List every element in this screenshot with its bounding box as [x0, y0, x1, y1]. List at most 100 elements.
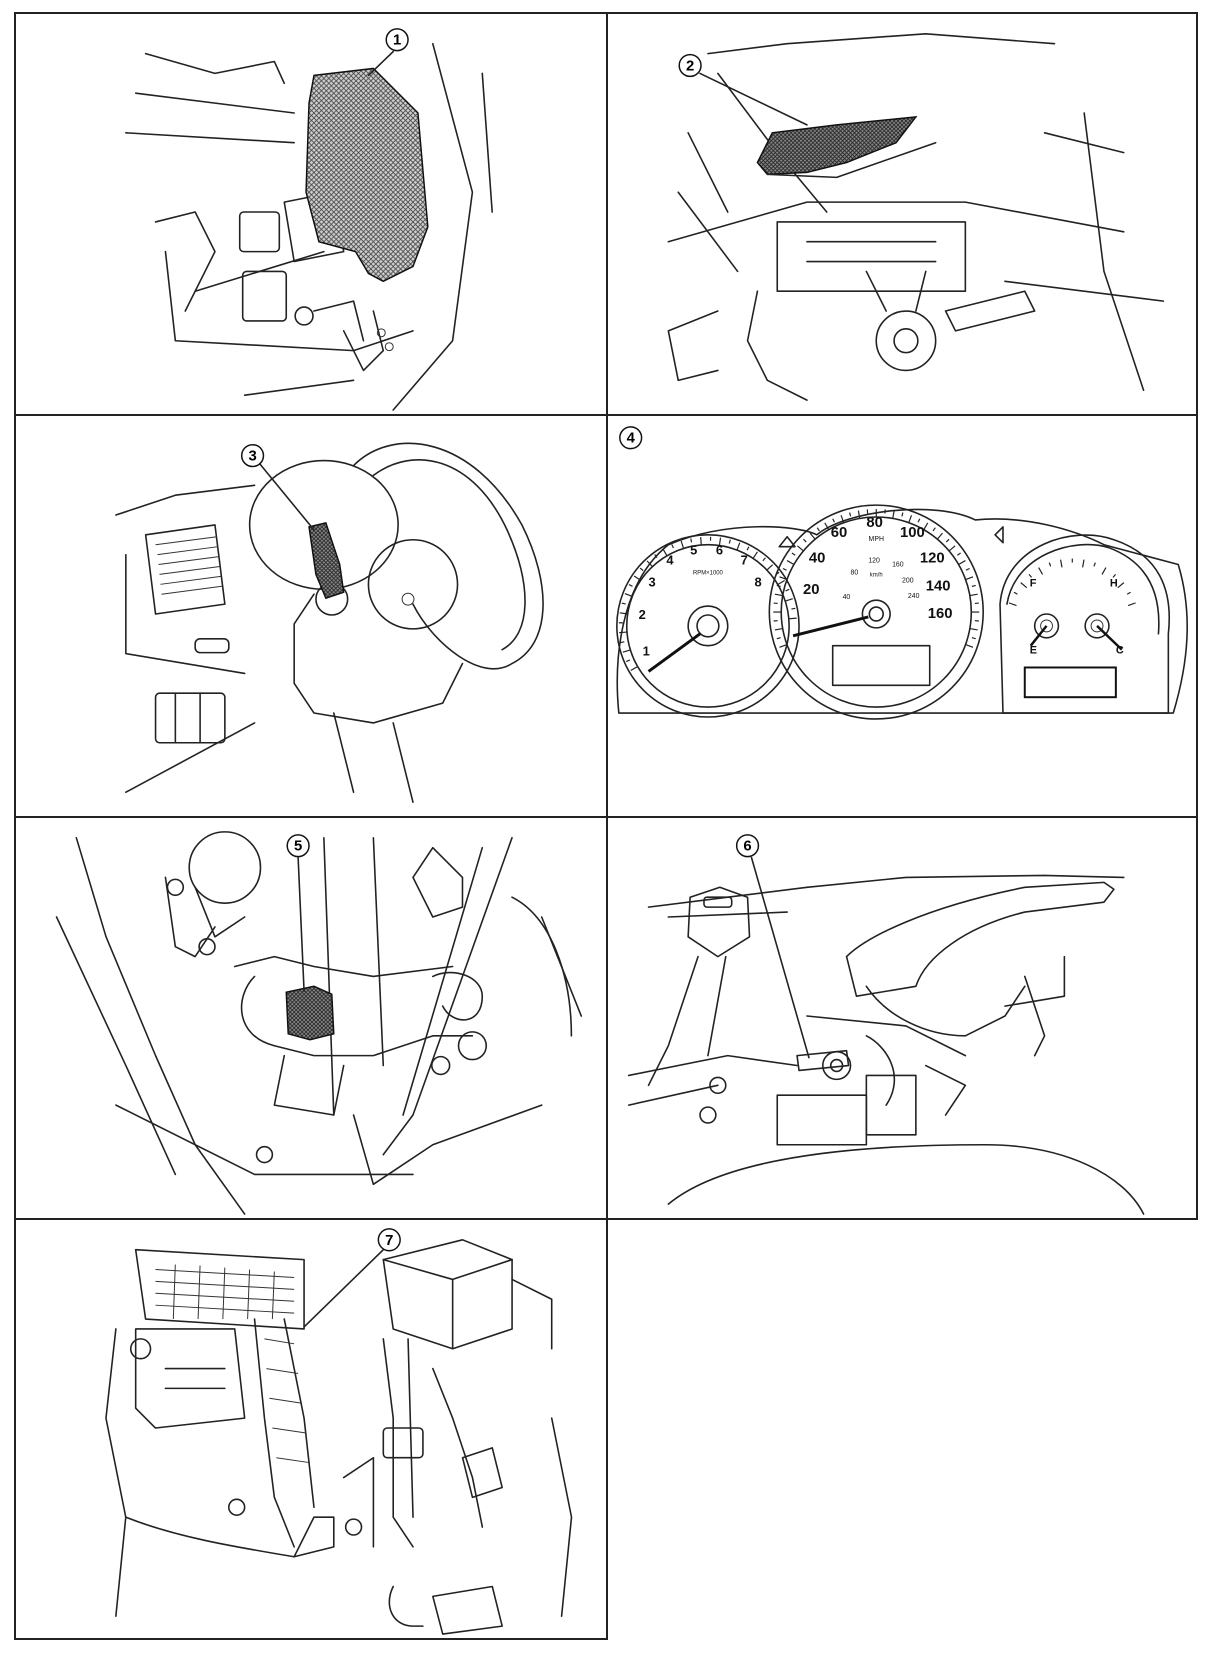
component-2-hatched	[756, 116, 918, 176]
panel-2: 2	[606, 12, 1198, 416]
speed-mph-unit: MPH	[869, 536, 884, 543]
tachometer-tick	[624, 593, 633, 598]
speed-kmh-160: 160	[892, 561, 904, 568]
speedometer-tick	[969, 593, 978, 597]
speed-mph-80: 80	[866, 515, 883, 531]
callout-7-label: 7	[385, 1233, 393, 1249]
panel-6: 6	[606, 816, 1198, 1220]
speedometer-tick	[840, 515, 845, 523]
panel-7: 7	[14, 1218, 608, 1640]
callout-2-label: 2	[686, 58, 694, 74]
tachometer-tick	[619, 612, 628, 615]
speed-mph-60: 60	[831, 525, 848, 541]
speedometer-tick	[776, 637, 781, 640]
tachometer-tick	[633, 575, 642, 581]
speedometer-tick	[782, 567, 787, 571]
speedometer-tick	[971, 637, 976, 640]
speedometer-tick	[796, 545, 804, 552]
speed-mph-20: 20	[803, 582, 820, 598]
component-3-hatched	[308, 522, 345, 600]
tachometer-tick	[621, 602, 626, 605]
tach-needle	[647, 632, 701, 673]
speed-needle	[792, 615, 869, 638]
speedometer-tick	[936, 532, 943, 540]
tachometer-tick	[777, 579, 785, 586]
speedometer-tick	[832, 518, 835, 523]
tach-number-7: 7	[741, 553, 748, 568]
speedometer-tick	[849, 512, 852, 517]
tachometer-tick	[622, 649, 631, 653]
tachometer-tick	[680, 540, 685, 549]
panel-7-illustration: 7	[105, 1228, 573, 1635]
speed-kmh-120: 120	[868, 558, 880, 565]
fuel-empty-label: E	[1030, 645, 1037, 657]
speedometer-tick	[776, 584, 781, 587]
speedometer-tick	[965, 567, 970, 571]
callout-1-circle	[385, 28, 409, 52]
tachometer-tick	[728, 539, 731, 544]
fuel-needle	[1029, 625, 1048, 647]
temp-cold-label: C	[1116, 645, 1124, 657]
speedometer-tick	[957, 552, 961, 556]
tachometer-tick	[690, 538, 693, 543]
speed-mph-120: 120	[920, 551, 945, 567]
panel-2-illustration: 2	[667, 33, 1165, 401]
tach-number-3: 3	[649, 574, 656, 589]
tachometer-tick	[746, 546, 750, 551]
speedometer-tick	[774, 593, 783, 597]
fuel-temp-tick	[1048, 562, 1052, 567]
fuel-temp-tick	[1126, 591, 1131, 595]
trip-display	[1023, 666, 1117, 699]
tachometer-tick	[788, 617, 797, 620]
temp-needle	[1096, 625, 1123, 651]
panel-6-illustration: 6	[627, 834, 1145, 1215]
speedometer-tick	[971, 584, 976, 587]
fuel-temp-tick	[1060, 559, 1063, 568]
speed-odometer-display	[831, 644, 931, 687]
speedometer-tick	[824, 522, 830, 531]
tach-number-6: 6	[716, 543, 723, 558]
callout-6-label: 6	[743, 839, 751, 855]
speed-mph-40: 40	[809, 551, 826, 567]
callout-7-circle	[377, 1228, 401, 1252]
fuel-temp-tick	[1082, 559, 1085, 568]
speed-kmh-200: 200	[902, 577, 914, 584]
fuel-temp-tick	[1101, 567, 1107, 575]
fuel-temp-tick	[1117, 582, 1125, 589]
tachometer-tick	[620, 641, 625, 644]
speed-mph-100: 100	[900, 525, 925, 541]
tach-number-4: 4	[666, 553, 674, 568]
diagram-grid: 1 2	[14, 12, 1198, 1640]
speedometer-tick	[965, 576, 974, 581]
fuel-temp-tick	[1013, 591, 1018, 595]
tachometer-tick	[791, 607, 796, 610]
callout-2-circle	[678, 53, 702, 78]
tachometer-tick	[654, 554, 658, 559]
speedometer-tick	[803, 538, 807, 543]
fuel-temp-tick	[1112, 573, 1117, 578]
panel-1: 1	[14, 12, 608, 416]
speedometer-tick	[932, 527, 936, 532]
callout-6-circle	[735, 834, 760, 858]
panel-5-illustration: 5	[55, 831, 583, 1215]
speedometer-tick	[774, 627, 783, 631]
fuel-temp-cluster: F E H C	[999, 534, 1170, 714]
speedometer-tick	[786, 560, 795, 566]
speedometer-tick	[969, 627, 978, 631]
tachometer-tick	[639, 567, 644, 572]
tachometer-tick	[762, 557, 766, 562]
tachometer-tick	[718, 537, 722, 546]
fuel-temp-tick	[1127, 602, 1136, 607]
tachometer-tick	[752, 551, 758, 559]
speedometer-tick	[779, 643, 788, 648]
callout-4-label: 4	[627, 431, 636, 447]
speedometer-tick	[779, 576, 788, 581]
fuel-full-label: F	[1030, 577, 1037, 589]
temp-hot-label: H	[1110, 577, 1118, 589]
tachometer-tick	[662, 548, 668, 557]
speedometer-tick	[901, 512, 904, 517]
panel-3-illustration: 3	[115, 442, 544, 803]
fuel-temp-tick	[1093, 562, 1096, 567]
callout-5-label: 5	[294, 839, 302, 855]
tachometer-tick	[671, 544, 674, 549]
